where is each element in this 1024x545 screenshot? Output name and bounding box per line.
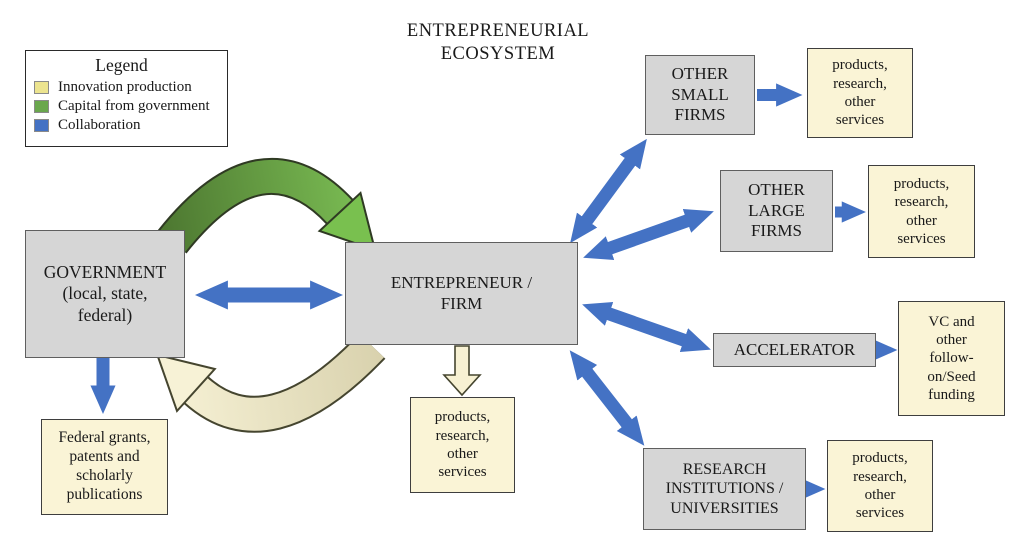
node-entrepreneur-firm: ENTREPRENEUR / FIRM [345, 242, 578, 345]
legend-item-label: Innovation production [58, 79, 192, 95]
legend-item-label: Collaboration [58, 117, 141, 133]
arrow-entrepreneur-research [569, 350, 645, 446]
node-other-small-firms: OTHER SMALL FIRMS [645, 55, 755, 135]
collaboration-swatch-icon [34, 119, 49, 132]
capital-swatch-icon [34, 100, 49, 113]
node-other-large-firms: OTHER LARGE FIRMS [720, 170, 833, 252]
legend-item-innovation: Innovation production [34, 79, 227, 96]
legend-item-label: Capital from government [58, 98, 210, 114]
legend-title: Legend [95, 55, 148, 75]
output-large-firms-products: products, research, other services [868, 165, 975, 258]
output-entrepreneur-products: products, research, other services [410, 397, 515, 493]
output-federal-grants: Federal grants, patents and scholarly pu… [41, 419, 168, 515]
arrow-entrepreneur-accelerator [582, 301, 711, 353]
arrow-capital-government-to-entrepreneur [157, 157, 377, 254]
legend: Legend Innovation production Capital fro… [25, 50, 228, 147]
output-small-firms-products: products, research, other services [807, 48, 913, 138]
output-vc-funding: VC and other follow- on/Seed funding [898, 301, 1005, 416]
legend-item-collaboration: Collaboration [34, 117, 227, 134]
arrow-innovation-entrepreneur-to-government [155, 333, 386, 433]
diagram-title: ENTREPRENEURIAL ECOSYSTEM [406, 21, 590, 65]
node-government: GOVERNMENT (local, state, federal) [25, 230, 185, 358]
node-research-institutions: RESEARCH INSTITUTIONS / UNIVERSITIES [643, 448, 806, 530]
node-accelerator: ACCELERATOR [713, 333, 876, 367]
arrow-entrepreneur-large-firms [583, 209, 714, 260]
innovation-swatch-icon [34, 81, 49, 94]
arrow-entrepreneur-products [442, 345, 482, 397]
legend-item-capital: Capital from government [34, 98, 227, 115]
output-research-products: products, research, other services [827, 440, 933, 532]
arrow-entrepreneur-small-firms [570, 138, 647, 244]
